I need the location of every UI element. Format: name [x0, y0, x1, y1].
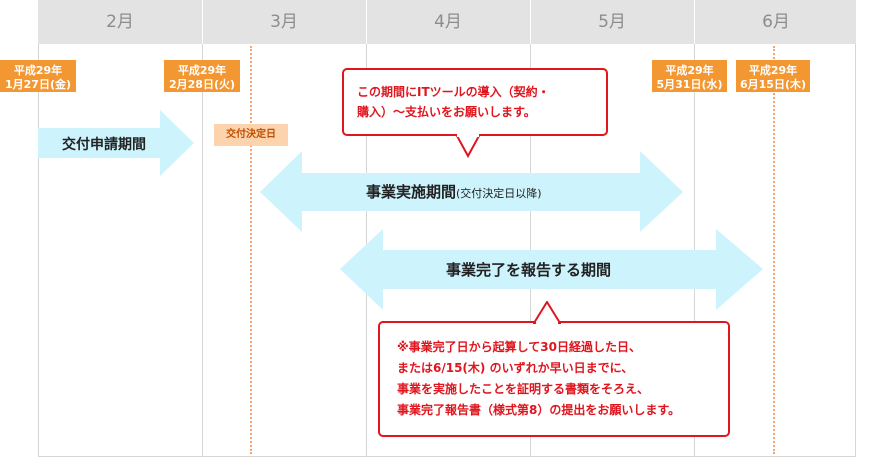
badge-date: 6月15日(木)	[739, 78, 807, 91]
callout-line: ※事業完了日から起算して30日経過した日、	[397, 340, 642, 354]
callout-line: または6/15(木) のいずれか早い日までに、	[397, 361, 634, 375]
application-period-label: 交付申請期間	[62, 137, 146, 153]
header-divider	[202, 0, 203, 44]
month-label-mar: 3月	[270, 12, 298, 32]
implementation-period-arrow	[260, 151, 683, 232]
callout-line: 購入）〜支払いをお願いします。	[357, 105, 536, 119]
milestone-line-feb28	[250, 46, 252, 454]
month-label-feb: 2月	[106, 12, 134, 32]
implementation-period-note: (交付決定日以降)	[456, 187, 542, 200]
implementation-period-title: 事業実施期間(交付決定日以降)	[366, 181, 542, 202]
badge-era: 平成29年	[177, 64, 227, 77]
application-period-arrow	[38, 110, 194, 176]
date-badge-may31: 平成29年 5月31日(水)	[652, 60, 727, 92]
month-label-jun: 6月	[762, 12, 790, 32]
date-badge-jan27: 平成29年 1月27日(金)	[0, 60, 76, 92]
badge-era: 平成29年	[665, 64, 714, 77]
badge-date: 5月31日(水)	[656, 78, 723, 91]
date-badge-feb28: 平成29年 2月28日(火)	[164, 60, 240, 92]
decision-date-tag: 交付決定日	[214, 124, 288, 146]
month-label-may: 5月	[598, 12, 626, 32]
callout-line: 事業完了報告書（様式第8）の提出をお願いします。	[397, 403, 681, 417]
month-gridline	[202, 44, 203, 457]
frame-left	[38, 44, 39, 457]
report-period-arrow	[340, 229, 763, 310]
callout-line: この期間にITツールの導入（契約・	[357, 85, 550, 99]
header-divider	[366, 0, 367, 44]
badge-era: 平成29年	[13, 64, 63, 77]
badge-date: 2月28日(火)	[168, 78, 236, 91]
callout-line: 事業を実施したことを証明する書類をそろえ、	[397, 382, 650, 396]
date-badge-jun15: 平成29年 6月15日(木)	[736, 60, 810, 92]
month-label-apr: 4月	[434, 12, 462, 32]
header-divider	[694, 0, 695, 44]
implementation-period-label: 事業実施期間	[366, 183, 457, 201]
callout-pointer-down	[455, 134, 481, 159]
callout-implementation-note: この期間にITツールの導入（契約・ 購入）〜支払いをお願いします。	[342, 68, 608, 136]
badge-date: 1月27日(金)	[4, 78, 72, 91]
frame-right	[855, 44, 856, 457]
callout-report-note: ※事業完了日から起算して30日経過した日、 または6/15(木) のいずれか早い…	[378, 321, 730, 437]
month-header	[38, 0, 856, 44]
milestone-line-jun15	[773, 46, 775, 454]
badge-era: 平成29年	[748, 64, 798, 77]
report-period-label: 事業完了を報告する期間	[446, 261, 612, 279]
header-divider	[530, 0, 531, 44]
callout-pointer-up	[533, 301, 561, 325]
